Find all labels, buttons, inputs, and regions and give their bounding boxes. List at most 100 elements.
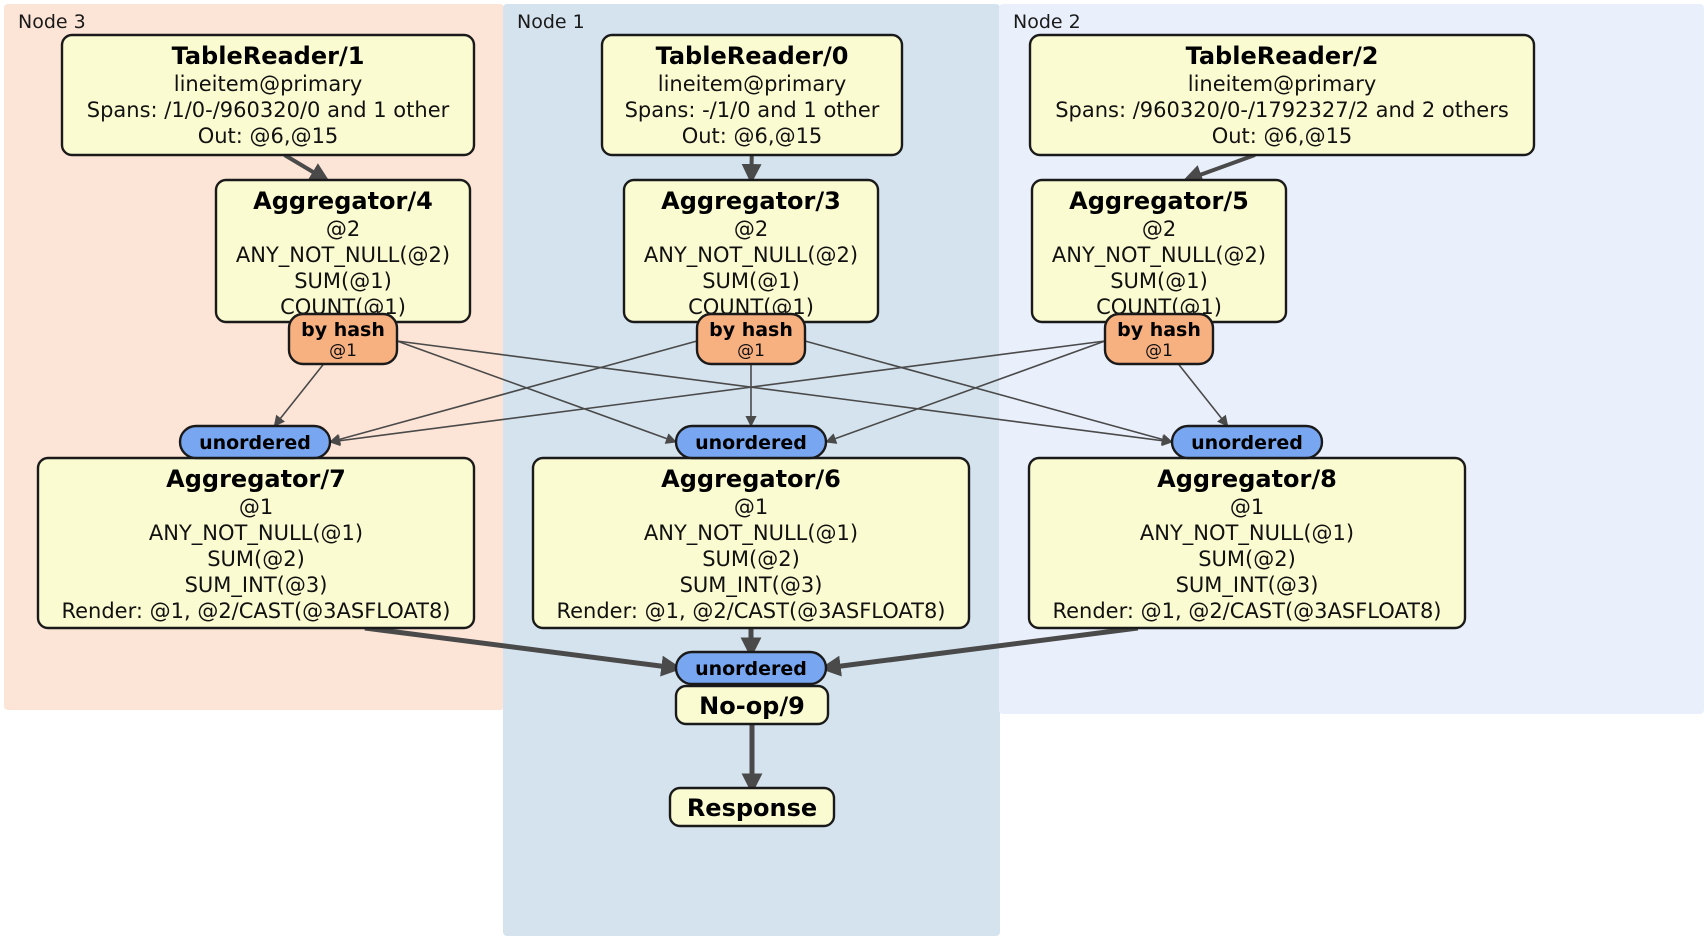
hash-router-label-hash-5: by hash <box>1117 319 1201 341</box>
plan-box-line-tablereader1-2: Out: @6,@15 <box>198 124 339 148</box>
edges <box>273 153 1256 795</box>
plan-box-line-aggregator6-3: SUM_INT(@3) <box>680 573 823 598</box>
plan-box-line-aggregator3-2: SUM(@1) <box>702 269 800 293</box>
edge-hash5-unordered-left <box>328 340 1106 447</box>
plan-box-line-aggregator8-4: Render: @1, @2/CAST(@3ASFLOAT8) <box>1052 599 1441 623</box>
plan-box-response[interactable]: Response <box>668 786 836 828</box>
plan-box-line-aggregator7-2: SUM(@2) <box>207 547 305 571</box>
plan-box-bg-tablereader0 <box>600 33 904 157</box>
edge-hash5-unordered-right <box>1177 363 1229 427</box>
node-panel-label-node2: Node 2 <box>1013 11 1081 33</box>
edge-hash4-unordered-mid <box>396 340 678 444</box>
hash-router-hash-5[interactable]: by hash@1 <box>1103 312 1215 366</box>
plan-box-line-aggregator6-0: @1 <box>734 495 768 519</box>
plan-box-title-tablereader0: TableReader/0 <box>656 42 849 70</box>
edge-tr0-agg3 <box>741 154 762 184</box>
hash-router-column-hash-5: @1 <box>1145 341 1173 361</box>
hash-router-bg-hash-4 <box>287 312 399 366</box>
hash-router-label-hash-4: by hash <box>301 319 385 341</box>
node-panel-label-node3: Node 3 <box>18 11 86 33</box>
node-panel-label-node1: Node 1 <box>517 11 585 33</box>
plan-box-line-aggregator7-0: @1 <box>239 495 273 519</box>
plan-box-line-aggregator4-0: @2 <box>326 217 360 241</box>
plan-box-line-aggregator6-2: SUM(@2) <box>702 547 800 571</box>
plan-box-line-aggregator7-3: SUM_INT(@3) <box>185 573 328 598</box>
plan-box-title-aggregator4: Aggregator/4 <box>253 187 433 215</box>
plan-box-line-aggregator5-2: SUM(@1) <box>1110 269 1208 293</box>
plan-box-line-tablereader2-2: Out: @6,@15 <box>1212 124 1353 148</box>
plan-box-title-tablereader2: TableReader/2 <box>1186 42 1379 70</box>
plan-box-line-tablereader2-1: Spans: /960320/0-/1792327/2 and 2 others <box>1055 98 1509 122</box>
plan-box-aggregator8[interactable]: Aggregator/8@1ANY_NOT_NULL(@1)SUM(@2)SUM… <box>1027 456 1467 630</box>
plan-box-bg-response <box>668 786 836 828</box>
hash-router-column-hash-4: @1 <box>329 341 357 361</box>
plan-box-bg-tablereader2 <box>1028 33 1536 157</box>
plan-box-aggregator6[interactable]: Aggregator/6@1ANY_NOT_NULL(@1)SUM(@2)SUM… <box>531 456 971 630</box>
plan-box-line-tablereader2-0: lineitem@primary <box>1188 72 1377 96</box>
plan-box-line-aggregator5-1: ANY_NOT_NULL(@2) <box>1052 243 1266 268</box>
hash-router-column-hash-3: @1 <box>737 341 765 361</box>
edge-hash3-unordered-left <box>328 340 698 445</box>
edge-hash4-unordered-left <box>273 363 325 427</box>
plan-box-title-tablereader1: TableReader/1 <box>172 42 365 70</box>
synchronizer-unordered-right[interactable]: unordered <box>1170 424 1324 460</box>
plan-box-line-aggregator8-1: ANY_NOT_NULL(@1) <box>1140 521 1354 546</box>
plan-box-line-tablereader1-1: Spans: /1/0-/960320/0 and 1 other <box>87 98 450 122</box>
edge-agg8-final <box>819 625 1139 677</box>
plan-box-title-noop9: No-op/9 <box>699 692 805 720</box>
synchronizer-bg-unordered-final <box>674 650 828 686</box>
synchronizer-unordered-final[interactable]: unordered <box>674 650 828 686</box>
edge-agg7-final <box>364 625 683 677</box>
synchronizer-label-unordered-left: unordered <box>199 432 311 454</box>
hash-router-bg-hash-3 <box>695 312 807 366</box>
edge-hash4-unordered-right <box>396 340 1174 447</box>
plan-box-line-aggregator8-3: SUM_INT(@3) <box>1176 573 1319 598</box>
plan-box-aggregator4[interactable]: Aggregator/4@2ANY_NOT_NULL(@2)SUM(@1)COU… <box>214 178 472 324</box>
hash-router-hash-4[interactable]: by hash@1 <box>287 312 399 366</box>
plan-box-line-aggregator3-1: ANY_NOT_NULL(@2) <box>644 243 858 268</box>
plan-box-line-tablereader0-0: lineitem@primary <box>658 72 847 96</box>
plan-box-bg-noop9 <box>674 684 830 726</box>
synchronizer-label-unordered-mid: unordered <box>695 432 807 454</box>
synchronizer-unordered-left[interactable]: unordered <box>178 424 332 460</box>
plan-box-noop9[interactable]: No-op/9 <box>674 684 830 726</box>
synchronizer-bg-unordered-left <box>178 424 332 460</box>
plan-box-bg-tablereader1 <box>60 33 476 157</box>
plan-box-line-aggregator5-0: @2 <box>1142 217 1176 241</box>
synchronizer-unordered-mid[interactable]: unordered <box>674 424 828 460</box>
plan-box-line-aggregator3-0: @2 <box>734 217 768 241</box>
plan-box-title-aggregator6: Aggregator/6 <box>661 465 841 493</box>
plan-box-line-tablereader0-1: Spans: -/1/0 and 1 other <box>625 98 880 122</box>
plan-box-line-aggregator4-1: ANY_NOT_NULL(@2) <box>236 243 450 268</box>
plan-box-line-aggregator4-2: SUM(@1) <box>294 269 392 293</box>
plan-box-line-tablereader1-0: lineitem@primary <box>174 72 363 96</box>
plan-box-line-aggregator7-1: ANY_NOT_NULL(@1) <box>149 521 363 546</box>
edge-tr1-agg4 <box>283 153 330 183</box>
hash-router-bg-hash-5 <box>1103 312 1215 366</box>
plan-box-line-aggregator8-0: @1 <box>1230 495 1264 519</box>
hash-router-hash-3[interactable]: by hash@1 <box>695 312 807 366</box>
plan-box-line-aggregator6-1: ANY_NOT_NULL(@1) <box>644 521 858 546</box>
plan-box-aggregator5[interactable]: Aggregator/5@2ANY_NOT_NULL(@2)SUM(@1)COU… <box>1030 178 1288 324</box>
synchronizer-bg-unordered-mid <box>674 424 828 460</box>
plan-box-aggregator7[interactable]: Aggregator/7@1ANY_NOT_NULL(@1)SUM(@2)SUM… <box>36 456 476 630</box>
hash-router-label-hash-3: by hash <box>709 319 793 341</box>
synchronizer-bg-unordered-right <box>1170 424 1324 460</box>
plan-box-aggregator3[interactable]: Aggregator/3@2ANY_NOT_NULL(@2)SUM(@1)COU… <box>622 178 880 324</box>
plan-box-line-aggregator6-4: Render: @1, @2/CAST(@3ASFLOAT8) <box>556 599 945 623</box>
plan-box-title-aggregator8: Aggregator/8 <box>1157 465 1337 493</box>
plan-box-title-aggregator7: Aggregator/7 <box>166 465 346 493</box>
plan-box-title-aggregator3: Aggregator/3 <box>661 187 841 215</box>
plan-box-line-aggregator7-4: Render: @1, @2/CAST(@3ASFLOAT8) <box>61 599 450 623</box>
edge-hash3-unordered-right <box>804 340 1174 445</box>
synchronizer-label-unordered-right: unordered <box>1191 432 1303 454</box>
edge-tr2-agg5 <box>1182 153 1256 184</box>
synchronizer-label-unordered-final: unordered <box>695 658 807 680</box>
edge-hash5-unordered-mid <box>824 340 1106 444</box>
